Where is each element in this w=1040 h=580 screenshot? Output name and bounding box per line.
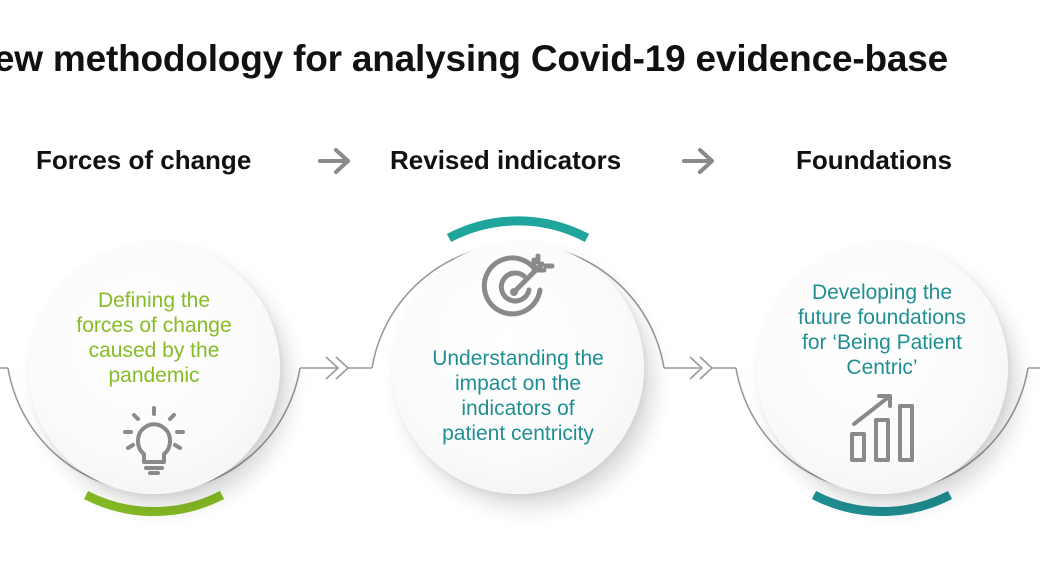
- step-description: Defining the forces of change caused by …: [76, 289, 232, 387]
- step-heading-foundations: Foundations: [796, 145, 952, 175]
- step-description: Understanding the impact on the indicato…: [432, 347, 604, 445]
- growth-chart-icon: [850, 394, 914, 462]
- page-title: View methodology for analysing Covid-19 …: [0, 38, 948, 79]
- step-heading-forces-of-change: Forces of change: [36, 145, 252, 175]
- step-circle-foundations: Developing the future foundations for ‘B…: [756, 242, 1008, 494]
- step-circle-forces-of-change: Defining the forces of change caused by …: [28, 242, 280, 494]
- step-circle-revised-indicators: Understanding the impact on the indicato…: [392, 242, 644, 494]
- step-heading-revised-indicators: Revised indicators: [390, 145, 622, 175]
- step-description: Developing the future foundations for ‘B…: [797, 281, 967, 379]
- arrow-right-icon: [682, 148, 714, 174]
- arrow-right-icon: [318, 148, 350, 174]
- lightbulb-icon: [123, 406, 185, 475]
- target-icon: [481, 253, 555, 317]
